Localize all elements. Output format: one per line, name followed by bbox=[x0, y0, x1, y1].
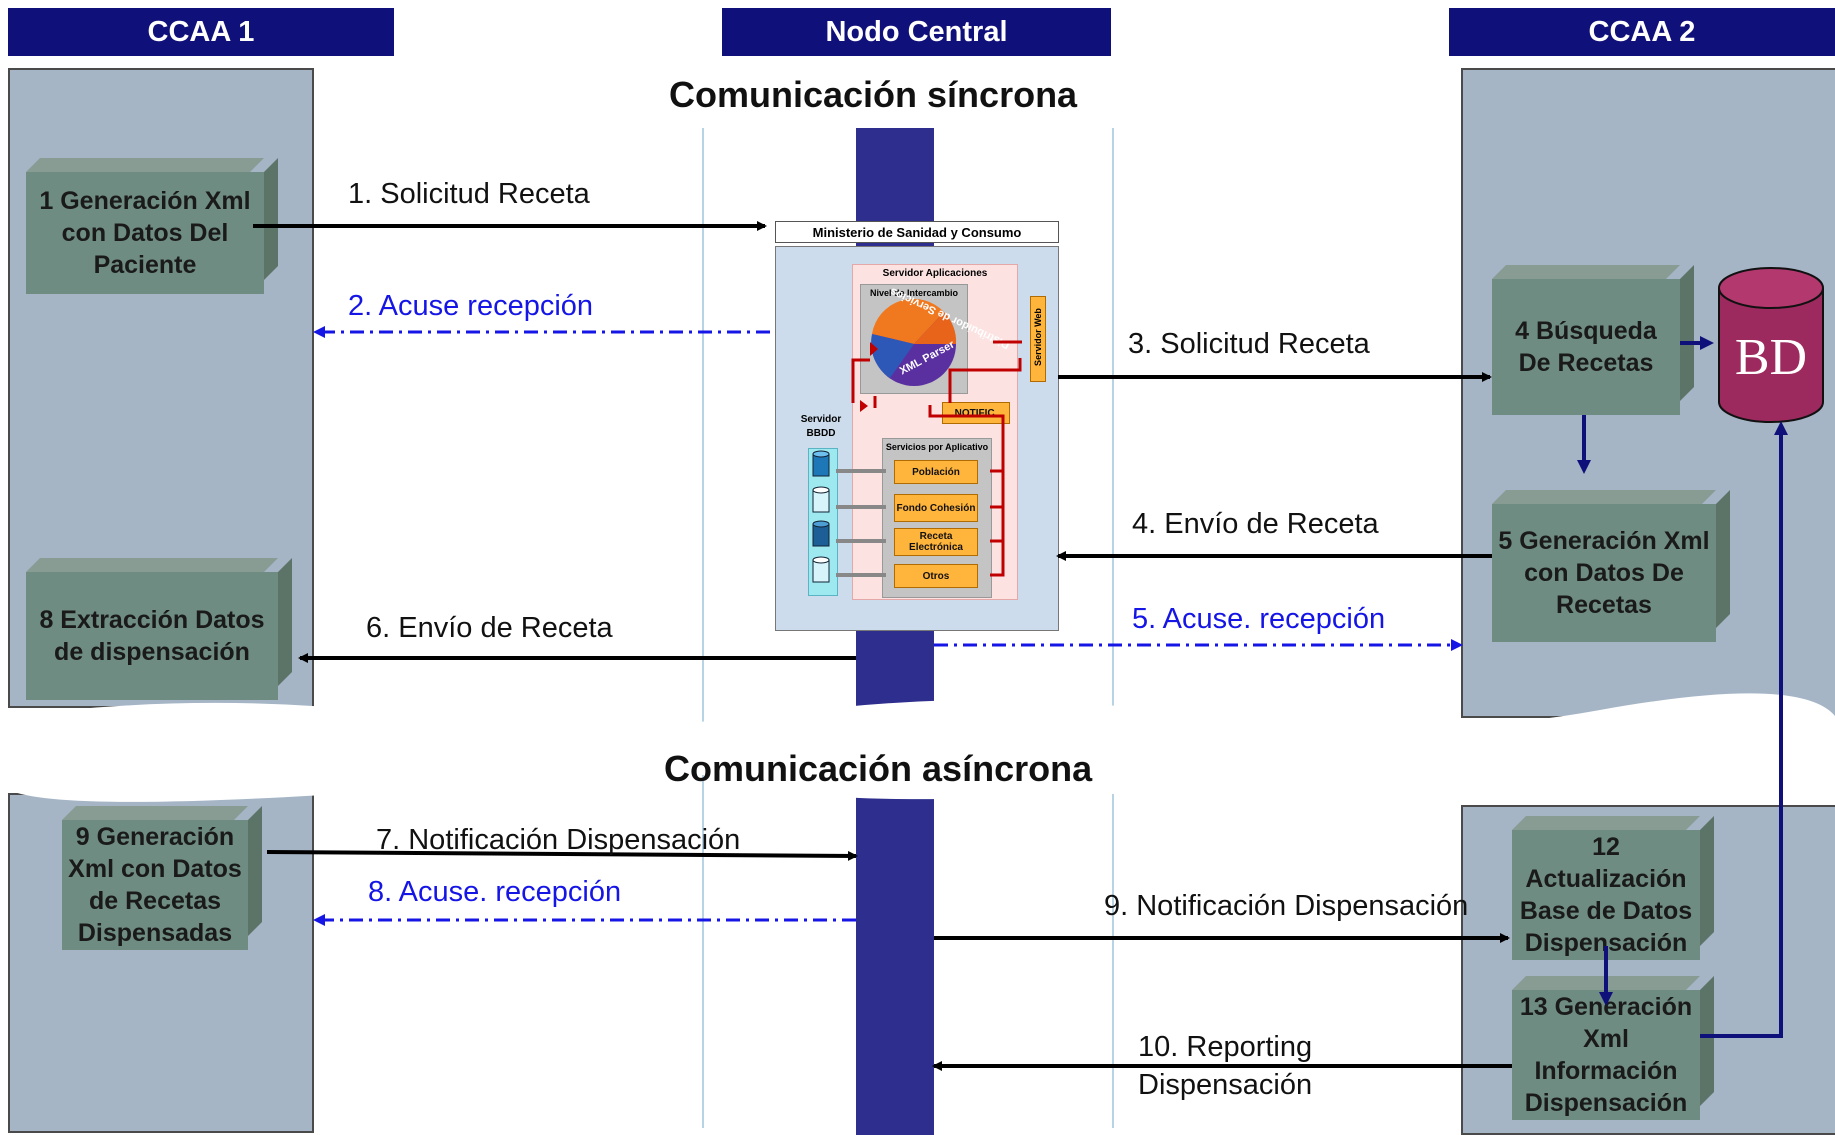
notific-box: NOTIFIC. bbox=[942, 402, 1010, 424]
msg-7-notificacion: 7. Notificación Dispensación bbox=[376, 824, 741, 856]
service-poblacion: Población bbox=[894, 460, 978, 484]
box-4-busqueda: 4 Búsqueda De Recetas bbox=[1492, 279, 1680, 415]
database-bd-icon bbox=[1718, 267, 1824, 423]
central-frame bbox=[702, 128, 1114, 1128]
ministry-internal-connectors bbox=[812, 340, 1022, 583]
distributor-parser-icon bbox=[871, 298, 957, 386]
header-ccaa2: CCAA 2 bbox=[1449, 8, 1835, 56]
msg-6-envio: 6. Envío de Receta bbox=[366, 612, 613, 644]
section-break bbox=[0, 693, 1835, 802]
msg-10-reporting-line2: Dispensación bbox=[1138, 1069, 1313, 1101]
services-title: Servicios por Aplicativo bbox=[885, 442, 989, 452]
msg-3-solicitud: 3. Solicitud Receta bbox=[1128, 328, 1370, 360]
service-fondo-cohesion: Fondo Cohesión bbox=[894, 494, 978, 522]
db-server-label-2: BBDD bbox=[806, 428, 836, 439]
title-async: Comunicación asíncrona bbox=[664, 748, 1093, 789]
msg-9-notificacion: 9. Notificación Dispensación bbox=[1104, 890, 1469, 922]
box-8-extraccion: 8 Extracción Datos de dispensación bbox=[26, 572, 278, 700]
box-13-generacion-informacion: 13 Generación Xml Información Dispensaci… bbox=[1512, 990, 1700, 1120]
msg-4-envio: 4. Envío de Receta bbox=[1132, 508, 1379, 540]
header-ccaa1: CCAA 1 bbox=[8, 8, 394, 56]
db-server-label-1: Servidor bbox=[800, 414, 842, 425]
title-sync: Comunicación síncrona bbox=[669, 74, 1078, 115]
service-receta-electronica: Receta Electrónica bbox=[894, 528, 978, 556]
web-server-box bbox=[1030, 296, 1046, 382]
msg-10-reporting-line1: 10. Reporting bbox=[1138, 1031, 1313, 1063]
ministry-title: Ministerio de Sanidad y Consumo bbox=[775, 221, 1059, 243]
msg-5-acuse: 5. Acuse. recepción bbox=[1132, 603, 1386, 635]
msg-2-acuse: 2. Acuse recepción bbox=[348, 290, 594, 322]
service-otros: Otros bbox=[894, 564, 978, 588]
exchange-level-title: Nivel de Intercambio bbox=[869, 288, 959, 298]
box-9-generacion-dispensadas: 9 Generación Xml con Datos de Recetas Di… bbox=[62, 820, 248, 950]
app-server-title: Servidor Aplicaciones bbox=[882, 268, 988, 279]
msg-1-solicitud: 1. Solicitud Receta bbox=[348, 178, 590, 210]
msg-8-acuse: 8. Acuse. recepción bbox=[368, 876, 622, 908]
database-label: BD bbox=[1734, 329, 1808, 386]
central-bar-bottom bbox=[856, 795, 934, 1135]
box-5-generacion-recetas: 5 Generación Xml con Datos De Recetas bbox=[1492, 504, 1716, 642]
box-1-generacion-paciente: 1 Generación Xml con Datos Del Paciente bbox=[26, 172, 264, 294]
header-nodo-central: Nodo Central bbox=[722, 8, 1111, 56]
